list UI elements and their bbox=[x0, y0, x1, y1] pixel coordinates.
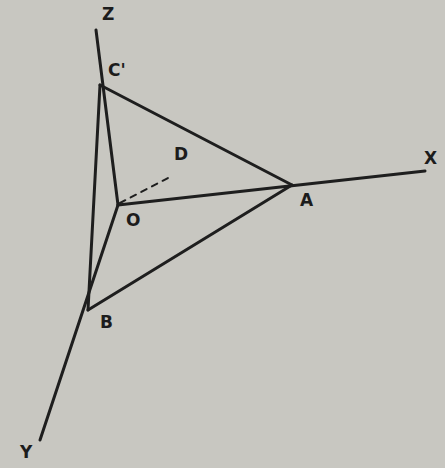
point-label: D bbox=[174, 146, 188, 163]
edge-cb bbox=[88, 85, 100, 310]
edge-ab bbox=[88, 185, 292, 310]
point-label: B bbox=[100, 314, 113, 331]
edge-ca bbox=[100, 85, 292, 185]
point-label: O bbox=[126, 212, 140, 229]
y-axis bbox=[40, 205, 118, 440]
point-label: Y bbox=[20, 444, 32, 461]
point-label: C' bbox=[108, 62, 126, 79]
x-axis bbox=[118, 171, 425, 205]
point-label: X bbox=[424, 150, 437, 167]
dashed-od bbox=[120, 178, 168, 203]
point-label: A bbox=[300, 192, 313, 209]
point-label: Z bbox=[102, 6, 114, 23]
